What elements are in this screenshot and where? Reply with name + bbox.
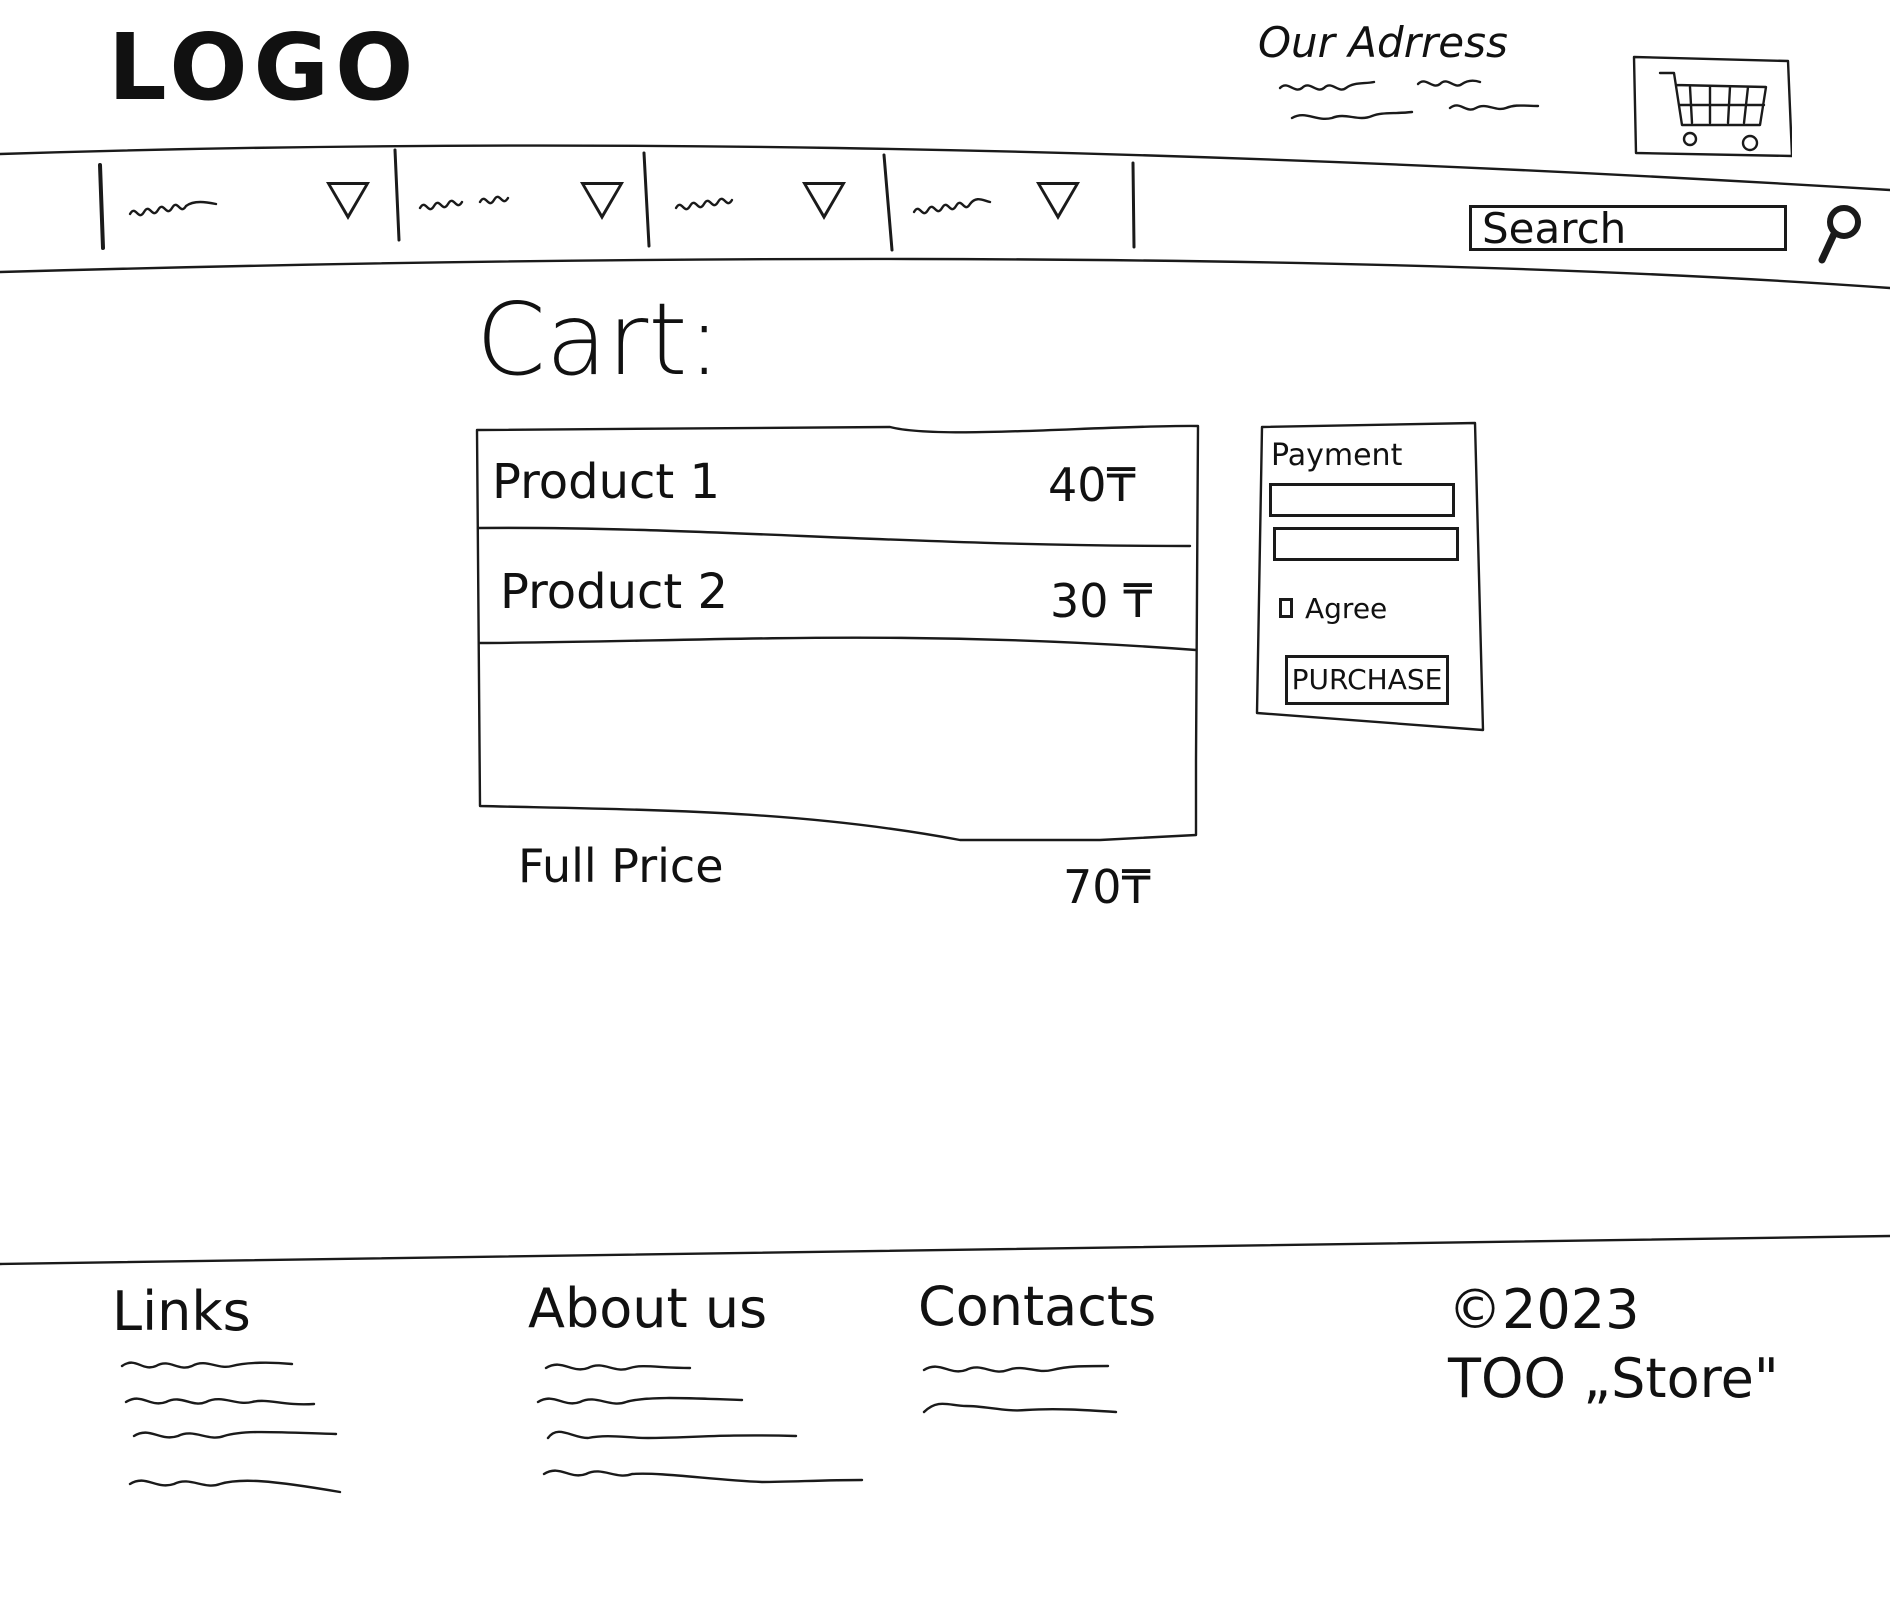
cart-item-price: 30 ₸ (1050, 574, 1153, 628)
search-input[interactable] (1469, 205, 1787, 251)
cart-button[interactable] (1630, 55, 1794, 158)
nav-dropdown-4[interactable] (894, 150, 1104, 250)
nav-dropdown-3[interactable] (650, 150, 860, 250)
payment-field-1[interactable] (1269, 483, 1455, 517)
footer-contacts-title: Contacts (918, 1275, 1157, 1338)
footer-about-title: About us (528, 1277, 768, 1340)
logo[interactable]: LOGO (108, 14, 420, 121)
cart-item-name: Product 2 (500, 564, 729, 620)
nav-dropdown-2[interactable] (400, 150, 624, 250)
dropdown-triangle-icon (1036, 182, 1080, 220)
payment-field-2[interactable] (1273, 527, 1459, 561)
payment-panel: Payment Agree PURCHASE (1257, 423, 1485, 730)
agree-checkbox[interactable] (1279, 598, 1293, 618)
search-icon (1818, 205, 1861, 264)
dropdown-triangle-icon (802, 182, 846, 220)
address-title: Our Adrress (1258, 18, 1508, 67)
nav-dropdown-1[interactable] (110, 150, 370, 250)
full-price-label: Full Price (518, 839, 724, 893)
cart-item-name: Product 1 (492, 454, 721, 510)
footer-links-title: Links (112, 1280, 251, 1343)
dropdown-triangle-icon (580, 182, 624, 220)
payment-title: Payment (1271, 438, 1403, 473)
search-button[interactable] (1812, 204, 1868, 264)
cart-title: Cart: (476, 281, 722, 398)
copyright: ©2023 (1448, 1278, 1640, 1341)
purchase-button[interactable]: PURCHASE (1285, 655, 1449, 705)
company-name: TOO „Store" (1448, 1347, 1779, 1410)
agree-label: Agree (1305, 592, 1388, 625)
dropdown-triangle-icon (326, 182, 370, 220)
cart-icon (1632, 55, 1794, 158)
full-price-value: 70₸ (1063, 860, 1151, 914)
cart-item-price: 40₸ (1048, 458, 1136, 512)
